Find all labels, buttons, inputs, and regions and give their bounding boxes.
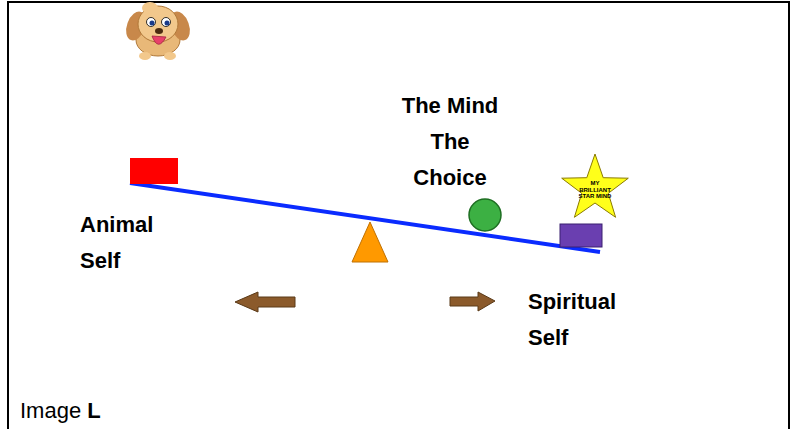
choice-ball [469, 199, 501, 231]
animal-self-label: Animal Self [80, 207, 175, 279]
star-text: MY BRILLIANT STAR MIND [578, 180, 612, 200]
left-arrow [235, 292, 295, 312]
spiritual-self-label: Spiritual Self [528, 284, 633, 356]
red-block [130, 158, 178, 184]
star-node: MY BRILLIANT STAR MIND [560, 147, 630, 225]
fulcrum-triangle [352, 222, 388, 262]
puppy-picture [122, 2, 193, 60]
mind-choice-label: The Mind The Choice [395, 88, 505, 196]
purple-block [560, 224, 602, 247]
image-letter: L [87, 393, 117, 429]
right-arrow [450, 292, 495, 311]
image-caption: Image [20, 393, 81, 429]
frame [8, 2, 789, 429]
